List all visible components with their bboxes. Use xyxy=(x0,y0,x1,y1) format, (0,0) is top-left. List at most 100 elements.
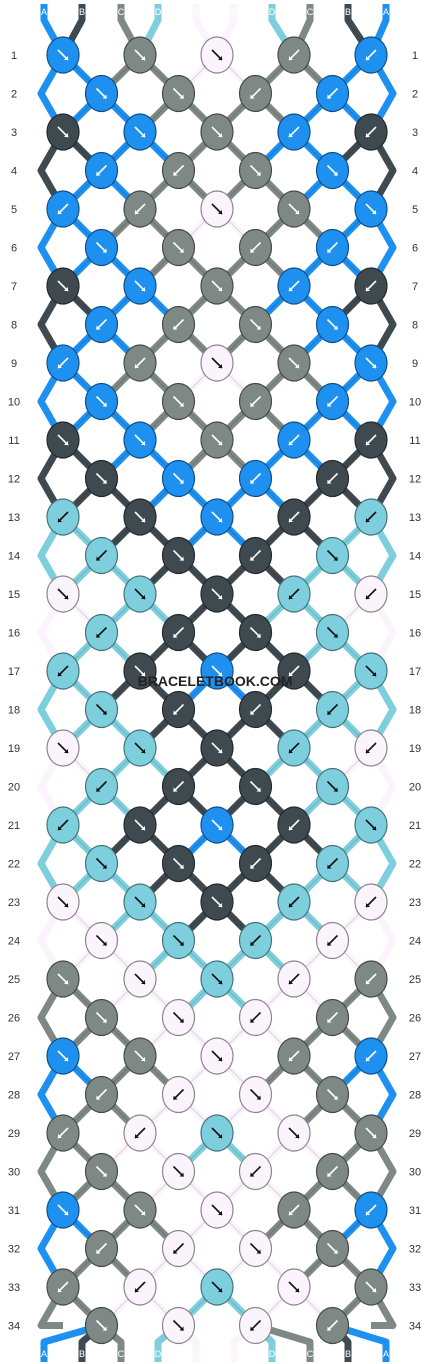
knot[interactable] xyxy=(123,806,157,844)
knot[interactable] xyxy=(123,190,157,228)
knot[interactable] xyxy=(200,267,234,305)
knot[interactable] xyxy=(238,459,273,498)
knot[interactable] xyxy=(277,190,311,228)
knot[interactable] xyxy=(161,767,196,806)
knot[interactable] xyxy=(200,113,234,151)
knot[interactable] xyxy=(46,883,80,921)
knot[interactable] xyxy=(123,36,157,74)
knot[interactable] xyxy=(277,36,311,74)
knot[interactable] xyxy=(123,1268,157,1306)
knot[interactable] xyxy=(238,382,273,421)
knot[interactable] xyxy=(354,267,388,305)
knot[interactable] xyxy=(315,305,350,344)
knot[interactable] xyxy=(277,113,311,151)
knot[interactable] xyxy=(315,151,350,190)
knot[interactable] xyxy=(238,151,273,190)
knot[interactable] xyxy=(161,151,196,190)
knot[interactable] xyxy=(277,344,311,382)
knot[interactable] xyxy=(46,498,80,536)
knot[interactable] xyxy=(161,74,196,113)
knot[interactable] xyxy=(277,498,311,536)
knot[interactable] xyxy=(200,1191,234,1229)
knot[interactable] xyxy=(315,613,350,652)
knot[interactable] xyxy=(161,305,196,344)
knot[interactable] xyxy=(238,536,273,575)
knot[interactable] xyxy=(123,883,157,921)
knot[interactable] xyxy=(354,190,388,228)
knot[interactable] xyxy=(46,1268,80,1306)
knot[interactable] xyxy=(46,575,80,613)
knot[interactable] xyxy=(238,1306,273,1345)
knot[interactable] xyxy=(84,613,119,652)
knot[interactable] xyxy=(277,806,311,844)
knot[interactable] xyxy=(200,1037,234,1075)
knot[interactable] xyxy=(277,729,311,767)
knot[interactable] xyxy=(161,1075,196,1114)
knot[interactable] xyxy=(84,1152,119,1191)
knot[interactable] xyxy=(84,459,119,498)
knot[interactable] xyxy=(123,498,157,536)
knot[interactable] xyxy=(315,998,350,1037)
knot[interactable] xyxy=(238,921,273,960)
knot[interactable] xyxy=(200,1114,234,1152)
knot[interactable] xyxy=(123,1114,157,1152)
knot[interactable] xyxy=(84,1306,119,1345)
knot[interactable] xyxy=(354,113,388,151)
knot[interactable] xyxy=(315,536,350,575)
knot[interactable] xyxy=(161,1229,196,1268)
knot[interactable] xyxy=(277,575,311,613)
knot[interactable] xyxy=(315,767,350,806)
knot[interactable] xyxy=(161,459,196,498)
knot[interactable] xyxy=(315,1306,350,1345)
knot[interactable] xyxy=(84,998,119,1037)
knot[interactable] xyxy=(123,729,157,767)
knot[interactable] xyxy=(123,113,157,151)
knot[interactable] xyxy=(354,960,388,998)
knot[interactable] xyxy=(123,652,157,690)
knot[interactable] xyxy=(277,1037,311,1075)
knot[interactable] xyxy=(238,998,273,1037)
knot[interactable] xyxy=(238,228,273,267)
knot[interactable] xyxy=(277,883,311,921)
knot[interactable] xyxy=(123,1037,157,1075)
knot[interactable] xyxy=(354,652,388,690)
knot[interactable] xyxy=(123,1191,157,1229)
knot[interactable] xyxy=(238,1075,273,1114)
knot[interactable] xyxy=(200,344,234,382)
knot[interactable] xyxy=(238,690,273,729)
knot[interactable] xyxy=(161,921,196,960)
knot[interactable] xyxy=(315,844,350,883)
knot[interactable] xyxy=(315,1229,350,1268)
knot[interactable] xyxy=(46,960,80,998)
knot[interactable] xyxy=(84,74,119,113)
knot[interactable] xyxy=(277,652,311,690)
knot[interactable] xyxy=(200,190,234,228)
knot[interactable] xyxy=(315,459,350,498)
knot[interactable] xyxy=(46,267,80,305)
knot[interactable] xyxy=(84,536,119,575)
knot[interactable] xyxy=(354,1114,388,1152)
knot[interactable] xyxy=(161,536,196,575)
knot[interactable] xyxy=(277,421,311,459)
knot[interactable] xyxy=(123,960,157,998)
knot[interactable] xyxy=(277,267,311,305)
knot[interactable] xyxy=(84,921,119,960)
knot[interactable] xyxy=(315,690,350,729)
knot[interactable] xyxy=(123,421,157,459)
knot[interactable] xyxy=(238,767,273,806)
knot[interactable] xyxy=(238,844,273,883)
knot[interactable] xyxy=(46,1037,80,1075)
knot[interactable] xyxy=(84,767,119,806)
knot[interactable] xyxy=(200,36,234,74)
knot[interactable] xyxy=(354,1191,388,1229)
knot[interactable] xyxy=(200,729,234,767)
knot[interactable] xyxy=(354,729,388,767)
knot[interactable] xyxy=(315,228,350,267)
knot[interactable] xyxy=(315,1075,350,1114)
knot[interactable] xyxy=(161,613,196,652)
knot[interactable] xyxy=(84,151,119,190)
knot[interactable] xyxy=(161,382,196,421)
knot[interactable] xyxy=(46,1191,80,1229)
knot[interactable] xyxy=(46,36,80,74)
knot[interactable] xyxy=(315,74,350,113)
